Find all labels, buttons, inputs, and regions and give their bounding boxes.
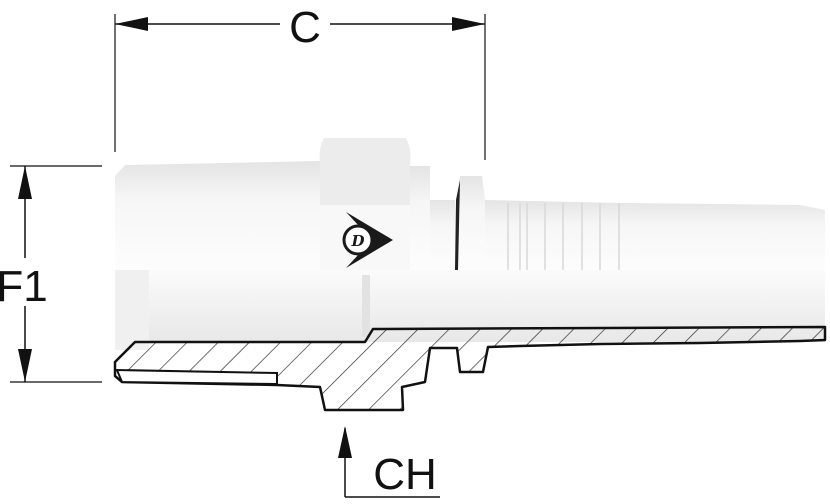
collar (410, 166, 430, 270)
dimension-f1: F1 (0, 165, 102, 383)
arrow-right-icon (452, 17, 485, 31)
logo-letter: D (350, 232, 364, 250)
seal-groove (115, 368, 278, 386)
neck (430, 200, 455, 270)
fitting-body (115, 138, 825, 350)
dimension-ch: CH (338, 426, 440, 499)
hatched-section (113, 325, 827, 412)
arrow-up-icon (338, 426, 352, 458)
step-shadow (362, 275, 370, 337)
sleeve-chamfer (115, 270, 149, 350)
dimension-c: C (114, 3, 486, 160)
dimension-ch-label: CH (373, 450, 437, 499)
barb-ridges (507, 203, 620, 272)
sleeve (115, 161, 320, 270)
arrow-up-icon (18, 166, 32, 199)
section-view (113, 325, 827, 412)
arrow-left-icon (115, 17, 148, 31)
dimension-c-label: C (289, 3, 321, 52)
dimension-f1-label: F1 (0, 262, 48, 311)
barbed-tail (485, 200, 825, 270)
flange-edge (455, 180, 460, 270)
flange (456, 176, 485, 270)
arrow-down-icon (18, 349, 32, 382)
logo-arrow-icon (346, 212, 393, 268)
logo-ring (342, 224, 374, 256)
dunlop-logo: D (342, 212, 393, 268)
